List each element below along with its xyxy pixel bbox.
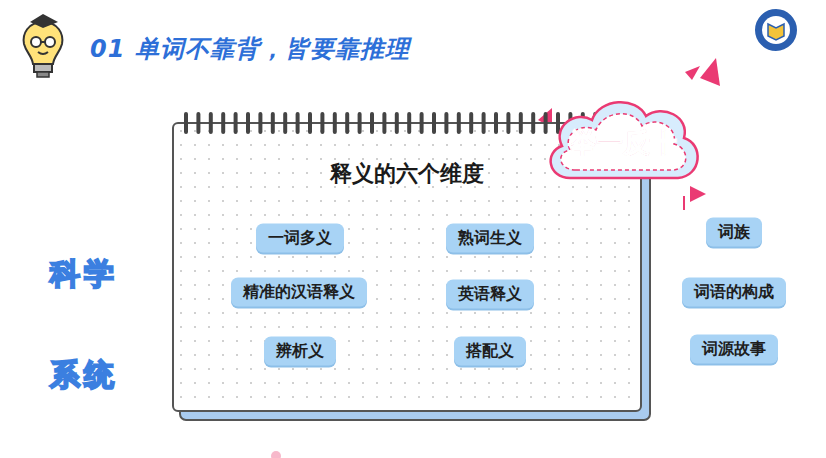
page-title: 01 单词不靠背，皆要靠推理 xyxy=(90,33,826,65)
notebook-heading: 释义的六个维度 xyxy=(330,159,484,189)
term-pill: 熟词生义 xyxy=(446,224,534,253)
pink-triangle xyxy=(690,186,706,202)
term-pill: 词源故事 xyxy=(690,335,778,364)
term-pill: 辨析义 xyxy=(264,337,336,366)
term-pill: 精准的汉语释义 xyxy=(231,278,367,307)
term-pill: 一词多义 xyxy=(256,224,344,253)
term-pill: 词族 xyxy=(706,218,762,247)
term-pill: 词语的构成 xyxy=(682,278,786,307)
cloud-badge: 举一反十 xyxy=(540,90,705,195)
pink-triangle xyxy=(685,66,700,80)
lightbulb-icon xyxy=(24,14,63,77)
term-pill: 英语释义 xyxy=(446,280,534,309)
badge-text: 举一反十 xyxy=(569,125,677,161)
term-pill: 搭配义 xyxy=(454,337,526,366)
logo xyxy=(754,8,798,52)
dot xyxy=(271,451,281,458)
pink-mark xyxy=(683,196,685,210)
pink-triangle xyxy=(700,58,720,86)
